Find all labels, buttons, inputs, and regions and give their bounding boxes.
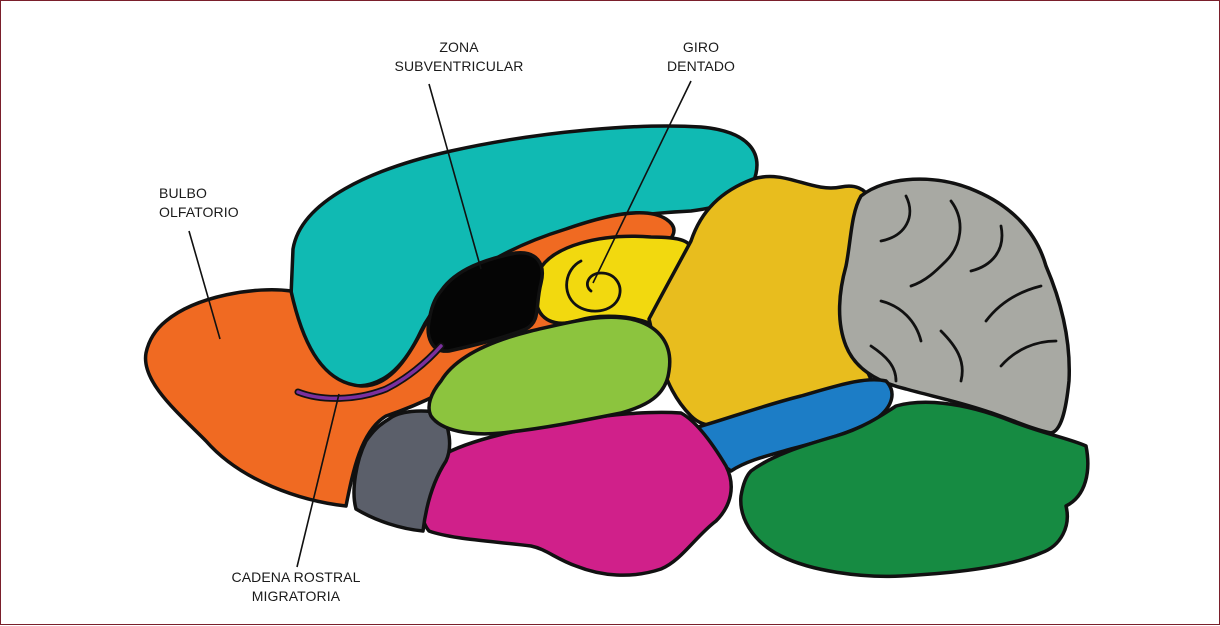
label-dentate-gyrus: GIRO DENTADO bbox=[651, 38, 751, 76]
label-subventricular-zone: ZONA SUBVENTRICULAR bbox=[379, 38, 539, 76]
label-subventricular-zone-line2: SUBVENTRICULAR bbox=[379, 57, 539, 76]
label-dentate-gyrus-line1: GIRO bbox=[651, 38, 751, 57]
label-rostral-migratory-stream-line2: MIGRATORIA bbox=[216, 587, 376, 606]
label-olfactory-bulb-line1: BULBO bbox=[159, 184, 239, 203]
label-subventricular-zone-line1: ZONA bbox=[379, 38, 539, 57]
label-dentate-gyrus-line2: DENTADO bbox=[651, 57, 751, 76]
label-olfactory-bulb: BULBO OLFATORIO bbox=[159, 184, 239, 222]
label-olfactory-bulb-line2: OLFATORIO bbox=[159, 203, 239, 222]
hypothalamus-region bbox=[421, 412, 731, 575]
label-rostral-migratory-stream: CADENA ROSTRAL MIGRATORIA bbox=[216, 568, 376, 606]
label-rostral-migratory-stream-line1: CADENA ROSTRAL bbox=[216, 568, 376, 587]
